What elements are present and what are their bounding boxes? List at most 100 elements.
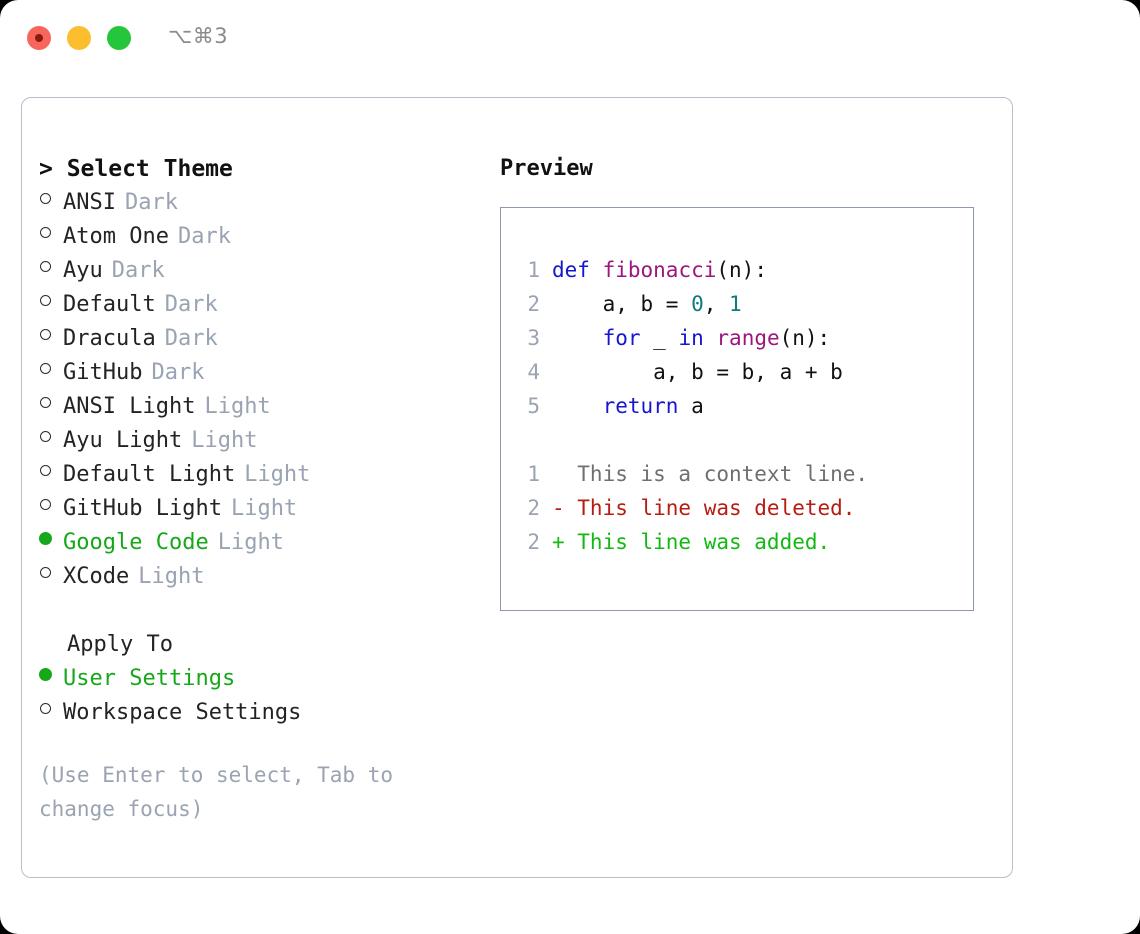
line-number: 2: [527, 292, 540, 316]
theme-list-item[interactable]: Ayu Dark: [39, 254, 469, 288]
close-icon: [35, 34, 43, 42]
theme-name: Dracula: [63, 326, 156, 351]
theme-list-item[interactable]: Default Dark: [39, 288, 469, 322]
code-token: (n):: [779, 326, 831, 350]
keyboard-shortcut-label: ⌥⌘3: [168, 24, 229, 48]
radio-dot: [40, 329, 51, 340]
code-token: ,: [703, 292, 730, 316]
theme-list-item[interactable]: Default Light Light: [39, 458, 469, 492]
line-number: 5: [527, 394, 540, 418]
diff-line: 2 + This line was added.: [514, 525, 967, 559]
maximize-button[interactable]: [107, 26, 131, 50]
apply-to-label: Workspace Settings: [63, 700, 302, 725]
code-token: [590, 258, 603, 282]
code-token: def: [552, 258, 590, 282]
select-theme-header: > Select Theme: [39, 156, 233, 182]
radio-dot: [40, 227, 51, 238]
code-line: 5 return a: [514, 389, 967, 423]
code-token: [552, 326, 603, 350]
code-line: 4 a, b = b, a + b: [514, 355, 967, 389]
theme-category: Dark: [151, 360, 205, 385]
code-token: a, b =: [552, 292, 692, 316]
radio-dot: [39, 668, 52, 681]
theme-category: Dark: [124, 190, 178, 215]
preview-header: Preview: [500, 156, 593, 181]
line-number: 2: [527, 530, 540, 554]
code-diff-gap: [514, 423, 967, 457]
diff-line: 1 This is a context line.: [514, 457, 967, 491]
theme-name: GitHub: [63, 360, 143, 385]
radio-dot: [40, 363, 51, 374]
theme-category: Dark: [164, 292, 218, 317]
line-number: 3: [527, 326, 540, 350]
radio-dot: [39, 532, 52, 545]
diff-line-text: This is a context line.: [552, 462, 869, 486]
theme-category: Dark: [164, 326, 218, 351]
theme-name: Ayu: [63, 258, 103, 283]
theme-category: Dark: [111, 258, 165, 283]
diff-line: 2- This line was deleted.: [514, 491, 967, 525]
code-token: [552, 394, 603, 418]
theme-name: ANSI: [63, 190, 116, 215]
apply-to-item[interactable]: User Settings: [39, 662, 469, 696]
theme-name: Atom One: [63, 224, 169, 249]
code-line: 2 a, b = 0, 1: [514, 287, 967, 321]
list-spacer: [39, 594, 469, 628]
apply-to-header: Apply To: [67, 632, 173, 657]
theme-name: Default: [63, 292, 156, 317]
code-token: a, b = b, a + b: [552, 360, 843, 384]
code-line: 1 def fibonacci(n):: [514, 253, 967, 287]
code-line-text: for _ in range(n):: [552, 321, 831, 355]
theme-category: Light: [138, 564, 205, 589]
theme-list-item[interactable]: GitHub Dark: [39, 356, 469, 390]
theme-category: Light: [204, 394, 271, 419]
code-token: range: [716, 326, 780, 350]
theme-list-item[interactable]: XCode Light: [39, 560, 469, 594]
radio-dot: [40, 261, 51, 272]
keyboard-hint-text: (Use Enter to select, Tab to change focu…: [39, 763, 394, 821]
code-token: in: [678, 326, 704, 350]
theme-category: Light: [230, 496, 298, 521]
title-bar: ⌥⌘3: [0, 0, 1140, 76]
theme-name: Google Code: [63, 530, 209, 555]
theme-list-item[interactable]: GitHub Light Light: [39, 492, 469, 526]
line-number: 1: [527, 258, 540, 282]
theme-name: XCode: [63, 564, 130, 589]
code-token: (n):: [716, 258, 767, 282]
radio-dot: [40, 193, 51, 204]
code-line: 3 for _ in range(n):: [514, 321, 967, 355]
code-token: _: [640, 326, 679, 350]
theme-name: Default Light: [63, 462, 236, 487]
diff-line-text: + This line was added.: [552, 530, 831, 554]
apply-to-label: User Settings: [63, 666, 236, 691]
code-line-text: a, b = b, a + b: [552, 355, 843, 389]
code-token: fibonacci: [602, 258, 717, 282]
theme-list-item[interactable]: Google Code Light: [39, 526, 469, 560]
diff-sample: 1 This is a context line.2- This line wa…: [514, 457, 967, 559]
theme-name: GitHub Light: [63, 496, 222, 521]
theme-list-item[interactable]: ANSI Dark: [39, 186, 469, 220]
radio-dot: [40, 703, 51, 714]
radio-dot: [40, 465, 51, 476]
radio-dot: [40, 431, 51, 442]
theme-list-item[interactable]: Atom One Dark: [39, 220, 469, 254]
theme-category: Light: [244, 462, 311, 487]
code-line-text: return a: [552, 389, 704, 423]
code-token: for: [602, 326, 641, 350]
apply-to-item[interactable]: Workspace Settings: [39, 696, 469, 730]
code-line-text: def fibonacci(n):: [552, 253, 767, 287]
theme-name: Ayu Light: [63, 428, 183, 453]
minimize-button[interactable]: [67, 26, 91, 50]
theme-list-item[interactable]: Dracula Dark: [39, 322, 469, 356]
theme-category: Dark: [177, 224, 231, 249]
radio-dot: [40, 499, 51, 510]
theme-category: Light: [217, 530, 284, 555]
